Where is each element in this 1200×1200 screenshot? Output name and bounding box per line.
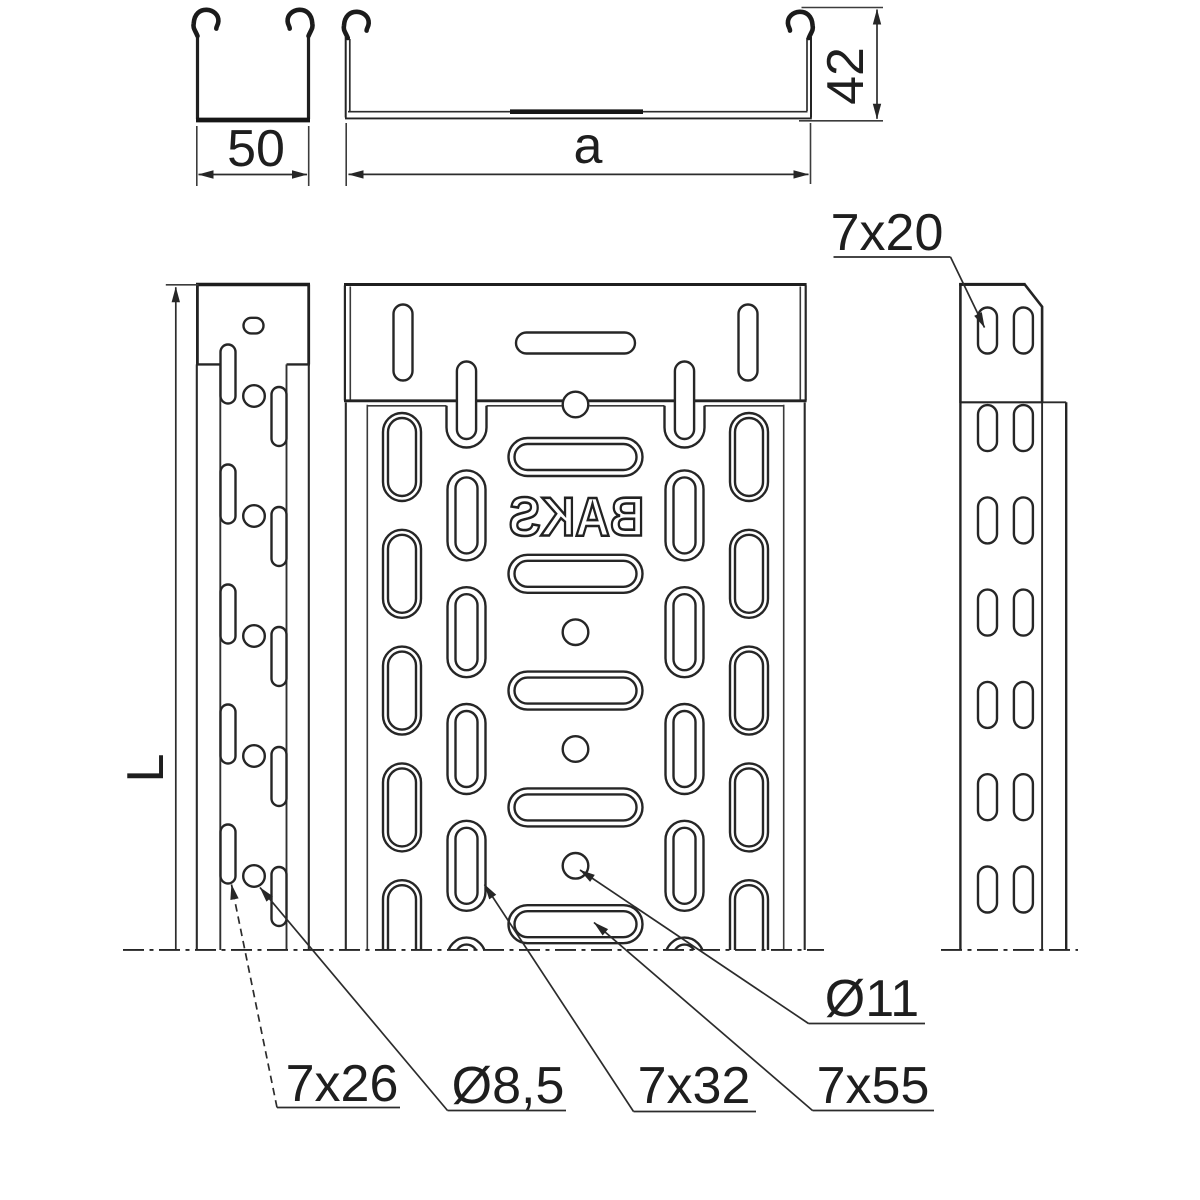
bottom-view: BAKS xyxy=(343,283,807,950)
callout-7x55: 7x55 xyxy=(593,921,934,1115)
dim-label-a: a xyxy=(574,117,603,175)
head-side-slot xyxy=(242,316,265,335)
dimension-a: a xyxy=(345,117,812,186)
side-view-left xyxy=(195,282,311,950)
callout-7x32: 7x32 xyxy=(483,884,756,1115)
dim-label-50: 50 xyxy=(227,120,285,178)
hook-flange-icon xyxy=(193,10,218,36)
cross-section-profile-a xyxy=(344,12,813,120)
brand-logo-mirrored: BAKS xyxy=(509,485,645,547)
head-hole-11 xyxy=(561,390,590,419)
dimension-42: 42 xyxy=(799,6,883,122)
dim-label-L: L xyxy=(117,754,175,783)
callout-7x26: 7x26 xyxy=(230,884,400,1113)
dimension-50: 50 xyxy=(196,120,310,186)
callout-o8-5: Ø8,5 xyxy=(259,886,566,1115)
bottom-holes-11 xyxy=(561,618,590,880)
callout-label-o11: Ø11 xyxy=(825,970,919,1028)
wall-slots-7x20 xyxy=(976,403,1035,914)
callout-o11: Ø11 xyxy=(579,869,925,1028)
side-holes-8p5 xyxy=(241,384,266,889)
head-slots-7x32 xyxy=(392,303,759,382)
side-slots-7x26 xyxy=(219,343,288,928)
callout-7x20: 7x20 xyxy=(831,204,986,328)
hook-flange-icon xyxy=(788,12,813,38)
side-view-right xyxy=(959,282,1068,950)
head-slot-7x55 xyxy=(514,331,637,355)
callout-label-7x20: 7x20 xyxy=(831,204,944,262)
dimension-L: L xyxy=(117,284,199,950)
hook-flange-icon xyxy=(288,10,313,36)
dim-label-42: 42 xyxy=(817,47,875,105)
tab-slots-7x20 xyxy=(976,306,1035,355)
callout-label-7x55: 7x55 xyxy=(817,1057,930,1115)
cross-section-profile-50 xyxy=(193,10,313,123)
callout-label-o8-5: Ø8,5 xyxy=(452,1057,565,1115)
callout-label-7x26: 7x26 xyxy=(286,1055,399,1113)
joint-slots xyxy=(445,360,706,449)
hook-flange-icon xyxy=(344,12,369,38)
callout-label-7x32: 7x32 xyxy=(638,1057,751,1115)
